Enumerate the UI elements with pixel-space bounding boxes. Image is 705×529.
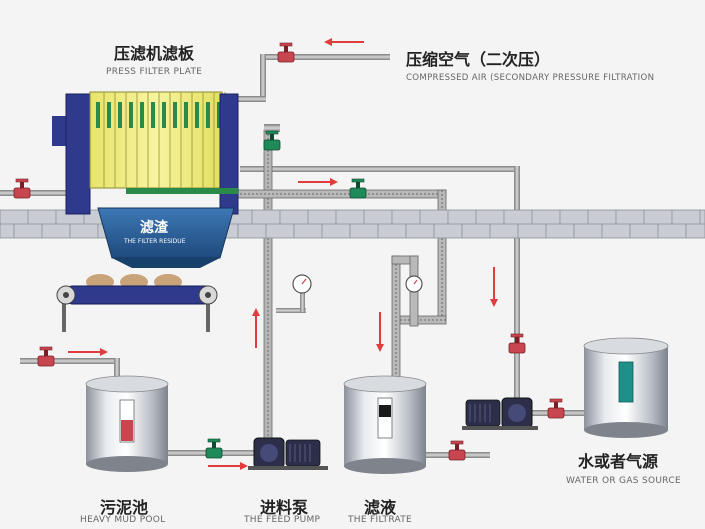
valve-icon <box>277 42 295 63</box>
valve-icon <box>13 178 31 199</box>
press-filter-subtitle: PRESS FILTER PLATE <box>106 67 203 77</box>
valve-icon <box>349 178 367 199</box>
residue-hopper <box>97 207 235 268</box>
water-gas-title: 水或者气源 <box>578 452 659 471</box>
compressed-air-title: 压缩空气（二次压） <box>406 50 551 69</box>
filter-residue-subtitle: THE FILTER RESIDUE <box>124 238 186 245</box>
mud-pool-title: 污泥池 <box>100 498 149 517</box>
feed-pump-subtitle: THE FEED PUMP <box>244 515 321 525</box>
mud-inlet-pipe <box>20 358 120 364</box>
filtrate-top-pipe <box>240 166 520 172</box>
conveyor-roller-icon <box>198 285 218 305</box>
inlet-pipe <box>0 190 72 196</box>
mud-pool-tank <box>85 375 169 472</box>
press-filter-title: 压滤机滤板 <box>114 44 195 63</box>
valve-icon <box>448 440 466 461</box>
valve-icon <box>508 333 526 354</box>
valve-icon <box>263 130 281 151</box>
filtrate-tank <box>343 375 427 474</box>
filter-residue-title: 滤渣 <box>140 220 168 236</box>
pressure-gauge-icon <box>405 275 423 293</box>
feed-pipe <box>263 129 273 449</box>
feed-pump-title: 进料泵 <box>260 498 309 517</box>
valve-icon <box>547 398 565 419</box>
valve-icon <box>37 346 55 367</box>
water-gas-subtitle: WATER OR GAS SOURCE <box>566 476 681 486</box>
conveyor-belt <box>56 274 218 332</box>
pressure-gauge-icon <box>292 274 312 294</box>
conveyor-roller-icon <box>56 285 76 305</box>
compressed-air-subtitle: COMPRESSED AIR (SECONDARY PRESSURE FILTR… <box>406 73 655 83</box>
filter-plates <box>89 91 223 189</box>
pump-icon <box>248 437 328 470</box>
valve-icon <box>205 438 223 459</box>
pump-icon <box>462 397 538 430</box>
mud-pool-subtitle: HEAVY MUD POOL <box>80 515 166 525</box>
water-gas-source-tank <box>583 337 669 438</box>
filtrate-subtitle: THE FILTRATE <box>348 515 413 525</box>
press-filter <box>52 91 239 215</box>
filtrate-title: 滤液 <box>364 498 397 517</box>
compressed-air-pipe <box>263 54 390 60</box>
